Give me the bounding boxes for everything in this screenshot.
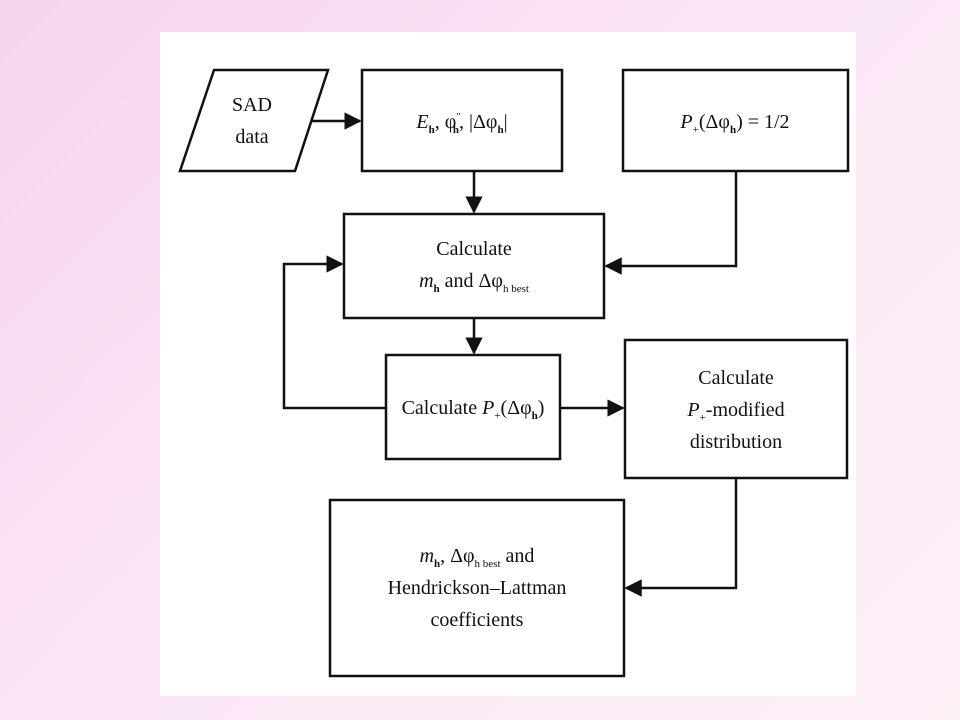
- calc-m-box: Calculate mh and Δφh best: [342, 212, 606, 320]
- prior-box: P+(Δφh) = 1/2: [621, 68, 850, 173]
- result-box: mh, Δφh best and Hendrickson–Lattman coe…: [328, 498, 626, 678]
- prior-label: P+(Δφh) = 1/2: [679, 111, 789, 136]
- calc-mod-line1: Calculate: [698, 367, 774, 389]
- flowchart: SAD data Eh, φ″h, |Δφh| P+(Δφh) = 1/2 Ca…: [178, 68, 850, 678]
- sad-data-input: SAD data: [178, 68, 330, 173]
- calc-modified-box: Calculate P+-modified distribution: [623, 338, 849, 480]
- calc-m-line2: mh and Δφh best: [419, 270, 529, 295]
- calc-p-box: Calculate P+(Δφh): [384, 353, 562, 461]
- result-line1: mh, Δφh best and: [420, 545, 535, 570]
- calc-mod-line3: distribution: [690, 431, 782, 453]
- sad-label-line1: SAD: [232, 94, 272, 116]
- arrow-modified-to-result: [624, 478, 738, 597]
- arrow-prior-to-calc-m: [604, 171, 738, 275]
- calc-p-label: Calculate P+(Δφh): [402, 397, 545, 422]
- result-line2: Hendrickson–Lattman: [388, 577, 567, 599]
- params-box: Eh, φ″h, |Δφh|: [360, 68, 564, 173]
- arrow-feedback-loop: [282, 255, 386, 410]
- flowchart-panel: SAD data Eh, φ″h, |Δφh| P+(Δφh) = 1/2 Ca…: [160, 32, 856, 696]
- sad-label-line2: data: [235, 126, 268, 148]
- calc-m-line1: Calculate: [436, 238, 512, 260]
- calc-mod-line2: P+-modified: [686, 399, 784, 424]
- params-label: Eh, φ″h, |Δφh|: [415, 111, 507, 136]
- result-line3: coefficients: [431, 609, 524, 631]
